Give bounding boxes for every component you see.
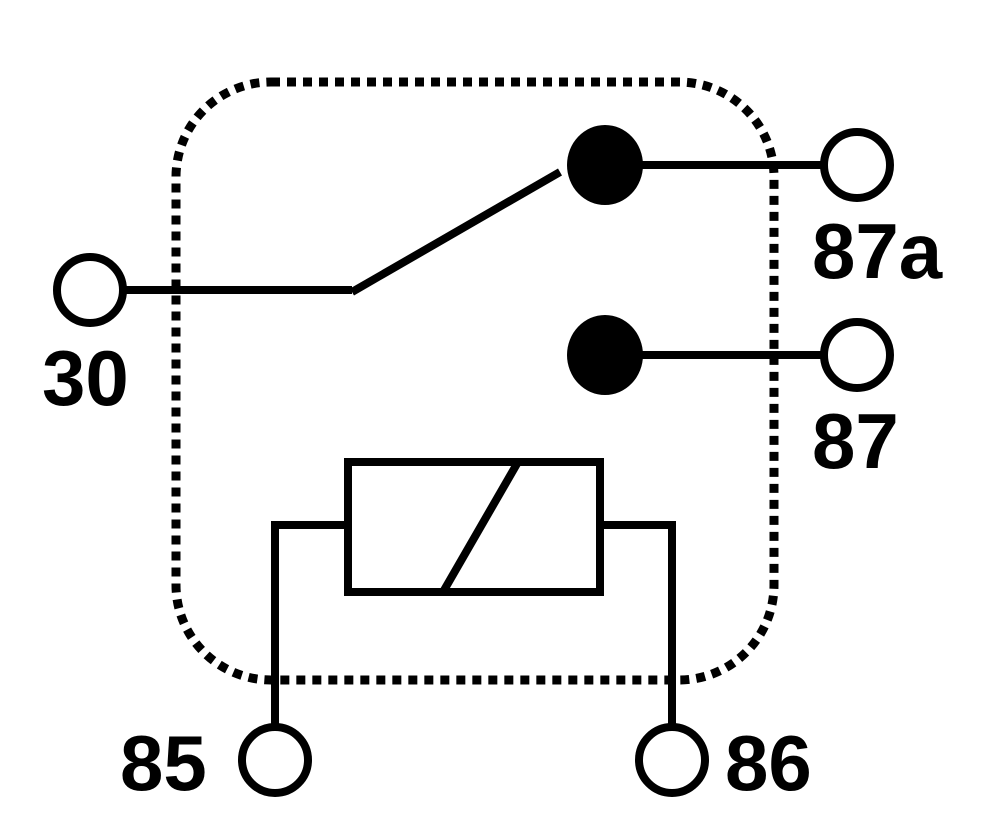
- label-87a: 87a: [812, 207, 943, 295]
- terminal-85: [238, 723, 312, 797]
- terminal-87: [820, 318, 894, 392]
- wire-86: [600, 521, 676, 725]
- coil-box: [344, 458, 604, 596]
- label-86: 86: [725, 719, 812, 807]
- label-85: 85: [120, 719, 207, 807]
- relay-housing-outline: [171, 77, 779, 685]
- coil-slash: [439, 460, 522, 594]
- terminal-87a: [820, 128, 894, 202]
- label-87: 87: [812, 397, 899, 485]
- switch-arm: [350, 168, 562, 296]
- label-30: 30: [42, 334, 129, 422]
- terminal-86: [635, 723, 709, 797]
- wire-85: [271, 521, 348, 725]
- terminal-30: [53, 253, 127, 327]
